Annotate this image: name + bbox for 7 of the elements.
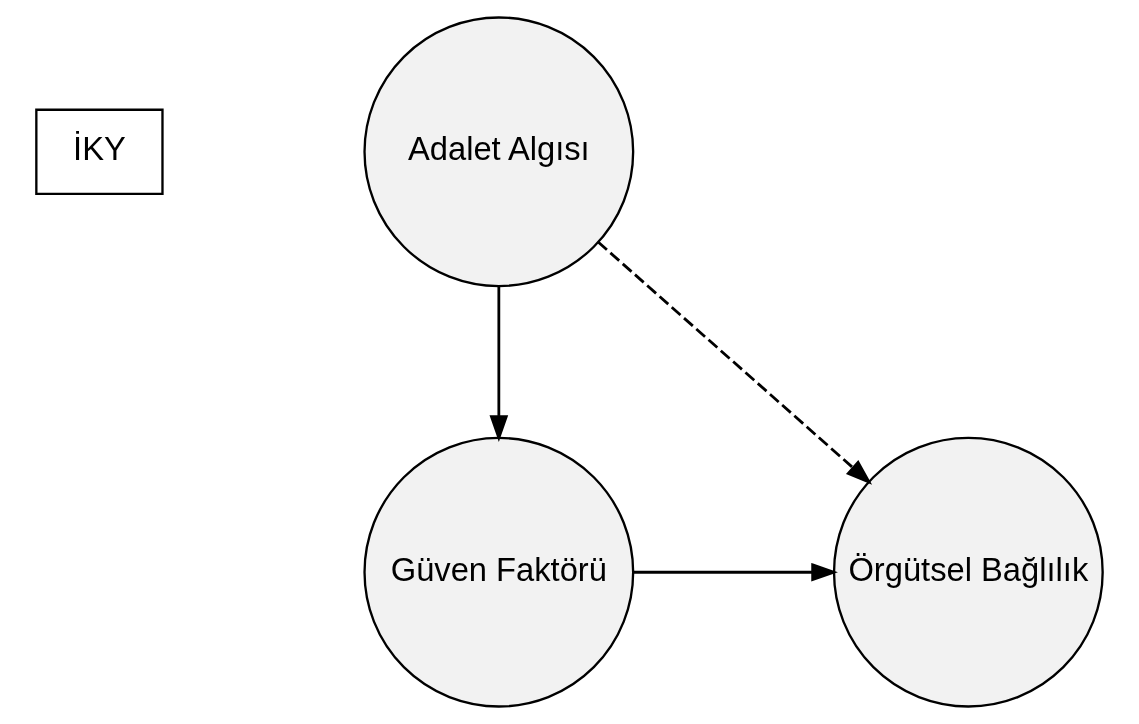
node-circle: Adalet Algısı [363,16,635,288]
node-circle: Güven Faktörü [363,436,635,708]
arrow [597,241,873,485]
arrow [489,286,509,442]
node-box: İKY [35,108,164,195]
node-circle: Örgütsel Bağlılık [832,436,1104,708]
arrow [633,562,838,582]
